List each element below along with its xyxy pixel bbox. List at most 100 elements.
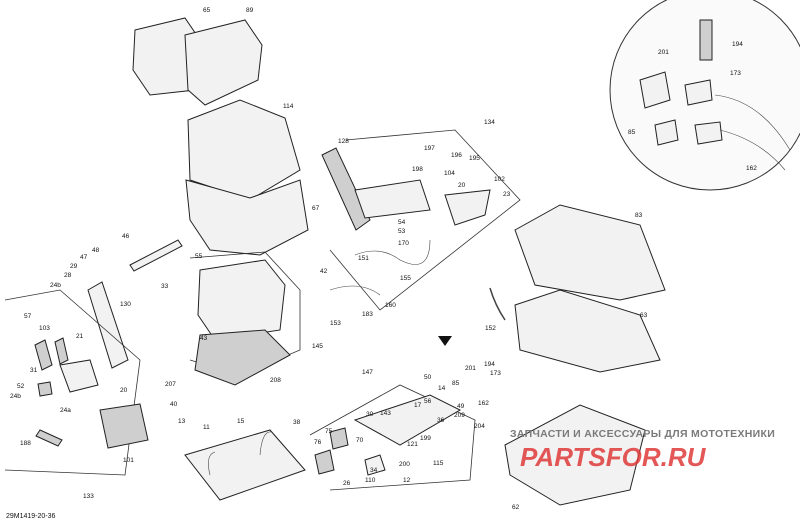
callout-20-left: 20	[120, 387, 128, 394]
callout-40: 40	[170, 401, 178, 408]
callout-21: 21	[76, 333, 84, 340]
callout-28: 28	[64, 272, 72, 279]
callout-128: 128	[338, 138, 349, 145]
callout-207: 207	[165, 381, 176, 388]
callout-12: 12	[403, 477, 411, 484]
callout-197: 197	[424, 145, 435, 152]
callout-labels: 65 89 114 67 128 134 197 196 195 198 104…	[10, 7, 757, 511]
callout-42: 42	[320, 268, 328, 275]
callout-13: 13	[178, 418, 186, 425]
callout-57: 57	[24, 313, 32, 320]
callout-162-inset: 162	[746, 165, 757, 172]
mat-38	[184, 429, 306, 501]
callout-24b-top: 24b	[50, 282, 61, 289]
callout-89: 89	[246, 7, 254, 14]
callout-85-main: 85	[452, 380, 460, 387]
watermark-brand: PARTSFOR.RU	[520, 442, 707, 472]
callout-24b-bottom: 24b	[10, 393, 21, 400]
callout-198: 198	[412, 166, 423, 173]
seat-114	[185, 99, 309, 256]
callout-104: 104	[444, 170, 455, 177]
callout-46: 46	[122, 233, 130, 240]
callout-65: 65	[203, 7, 211, 14]
callout-52: 52	[17, 383, 25, 390]
callout-155: 155	[400, 275, 411, 282]
callout-20-top: 20	[458, 182, 466, 189]
seat-mechanism	[309, 384, 476, 491]
callout-188: 188	[20, 440, 31, 447]
callout-76: 76	[314, 439, 322, 446]
callout-63: 63	[640, 312, 648, 319]
callout-162-main: 162	[478, 400, 489, 407]
callout-54: 54	[398, 219, 406, 226]
callout-173-inset: 173	[730, 70, 741, 77]
drawing-code: 29M1419-20-36	[6, 513, 56, 520]
callout-55: 55	[195, 253, 203, 260]
callout-33: 33	[161, 283, 169, 290]
callout-24a: 24a	[60, 407, 71, 414]
callout-145: 145	[312, 343, 323, 350]
seat-cover-pair	[132, 17, 263, 106]
watermark: ЗАПЧАСТИ И АКСЕССУАРЫ ДЛЯ МОТОТЕХНИКИ PA…	[510, 428, 775, 472]
callout-183: 183	[362, 311, 373, 318]
callout-130: 130	[120, 301, 131, 308]
callout-102: 102	[494, 176, 505, 183]
callout-103: 103	[39, 325, 50, 332]
callout-201-main: 201	[465, 365, 476, 372]
callout-29: 29	[70, 263, 78, 270]
callout-134: 134	[484, 119, 495, 126]
callout-56: 56	[424, 398, 432, 405]
watermark-tagline: ЗАПЧАСТИ И АКСЕССУАРЫ ДЛЯ МОТОТЕХНИКИ	[510, 428, 775, 440]
callout-34: 34	[370, 467, 378, 474]
callout-194-main: 194	[484, 361, 495, 368]
callout-200: 200	[399, 461, 410, 468]
direction-arrow	[438, 336, 452, 346]
callout-101: 101	[123, 457, 134, 464]
callout-209: 209	[454, 412, 465, 419]
callout-67: 67	[312, 205, 320, 212]
callout-49: 49	[457, 403, 465, 410]
callout-17: 17	[414, 402, 422, 409]
callout-121: 121	[407, 441, 418, 448]
base-62	[504, 404, 646, 506]
cable-152	[489, 287, 506, 321]
callout-14: 14	[438, 385, 446, 392]
callout-153: 153	[330, 320, 341, 327]
callout-70: 70	[356, 437, 364, 444]
callout-50: 50	[424, 374, 432, 381]
callout-62: 62	[512, 504, 520, 511]
callout-75: 75	[325, 428, 333, 435]
callout-48: 48	[92, 247, 100, 254]
callout-36: 36	[437, 417, 445, 424]
callout-147: 147	[362, 369, 373, 376]
callout-11: 11	[203, 424, 210, 431]
callout-143: 143	[380, 410, 391, 417]
knob-parts	[34, 337, 99, 447]
callout-38: 38	[293, 419, 301, 426]
callout-201-inset: 201	[658, 49, 669, 56]
callout-199: 199	[420, 435, 431, 442]
callout-151-top: 151	[358, 255, 369, 262]
bracket-130	[4, 281, 141, 476]
callout-15: 15	[237, 418, 245, 425]
detail-inset	[609, 0, 800, 191]
callout-195: 195	[469, 155, 480, 162]
callout-30: 30	[366, 411, 374, 418]
callout-26: 26	[343, 480, 351, 487]
callout-31: 31	[30, 367, 38, 374]
callout-196: 196	[451, 152, 462, 159]
callout-53: 53	[398, 228, 406, 235]
callout-83: 83	[635, 212, 643, 219]
seat-cover-83	[514, 204, 666, 373]
seat-frame-145	[189, 251, 301, 386]
callout-194-inset: 194	[732, 41, 743, 48]
backrest-frame-134	[321, 129, 521, 311]
handle-101	[99, 403, 149, 449]
callout-47: 47	[80, 254, 88, 261]
callout-23: 23	[503, 191, 511, 198]
callout-173-main: 173	[490, 370, 501, 377]
callout-160: 160	[385, 302, 396, 309]
callout-43: 43	[200, 335, 208, 342]
callout-152: 152	[485, 325, 496, 332]
callout-85-inset: 85	[628, 129, 636, 136]
